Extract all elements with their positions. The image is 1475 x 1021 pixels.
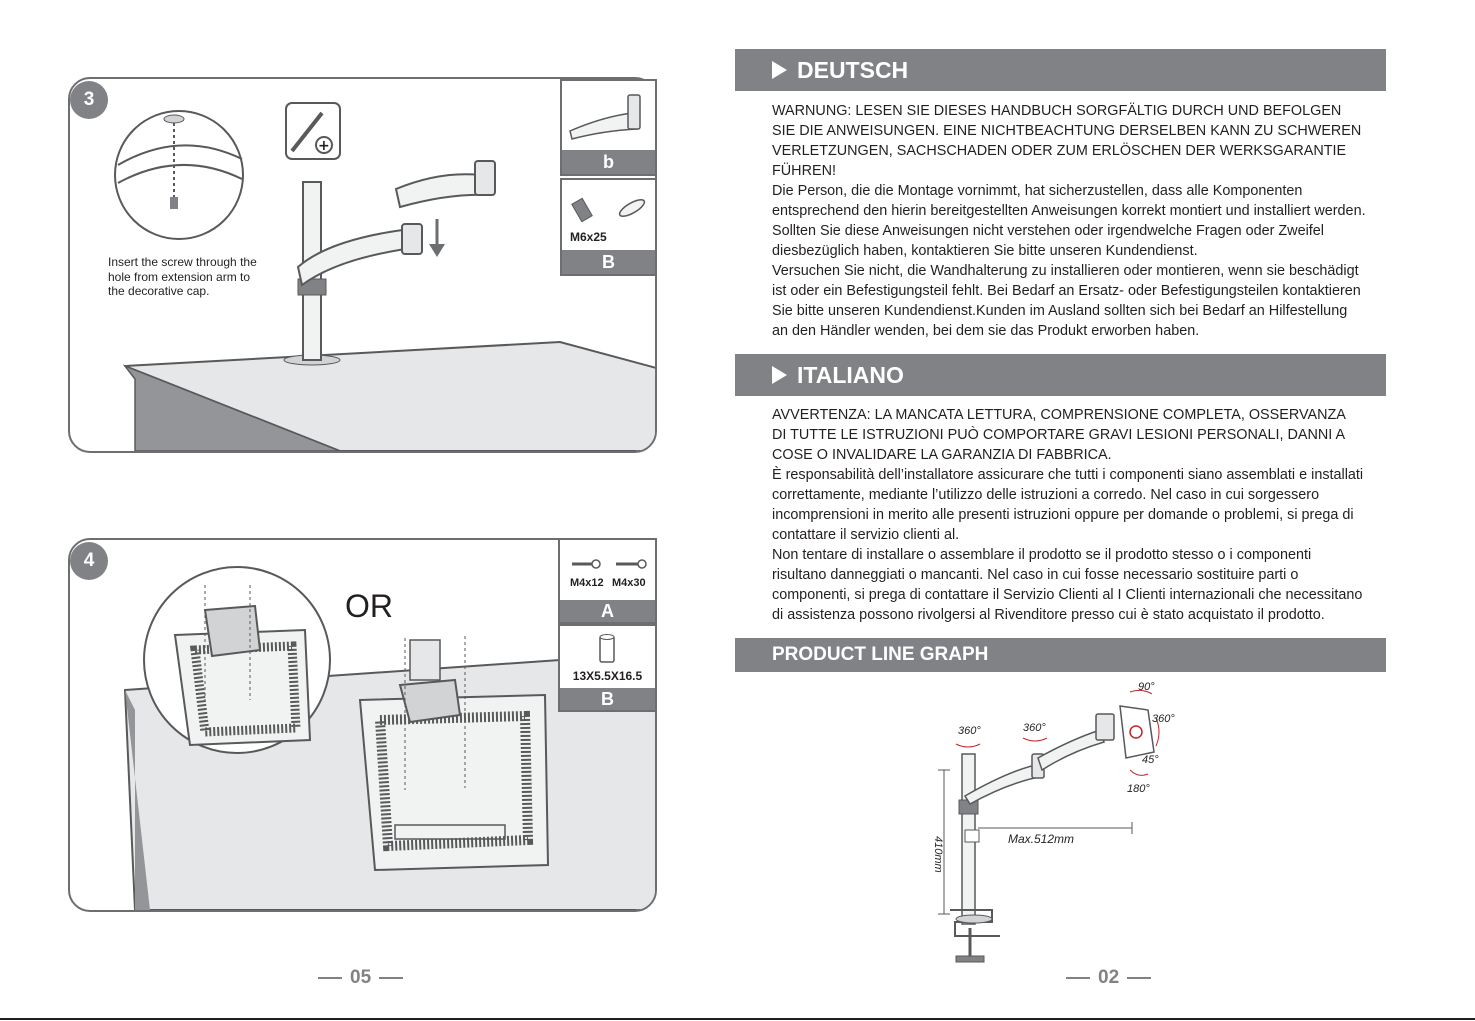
tilt-90-label: 90°	[1138, 681, 1155, 693]
tilt-45-label: 45°	[1142, 754, 1159, 766]
part-caption: M6x25	[570, 230, 607, 244]
part-label: B	[562, 250, 655, 274]
part-B-box: 13X5.5X16.5 B	[558, 624, 657, 712]
screws-icon	[572, 559, 647, 569]
step-3-illustration: +	[114, 102, 655, 451]
product-line-graph: 90° 360° 360° 360° 45° 180° 410mm Max.51…	[920, 678, 1190, 970]
part-caption: M4x12	[570, 577, 604, 589]
section-header-deutsch: DEUTSCH	[735, 49, 1386, 91]
step-4-illustration	[123, 566, 655, 910]
pole-swivel-label: 360°	[958, 725, 981, 737]
or-label: OR	[345, 588, 393, 624]
step-number: 4	[70, 542, 108, 580]
step-3-panel: + 3 Insert the screw through the hole fr…	[68, 77, 657, 453]
arm-swivel-label: 360°	[1023, 722, 1046, 734]
screw-and-cap-icon	[571, 197, 646, 223]
page-number-left: 05	[318, 967, 404, 989]
section-header-product-line-graph: PRODUCT LINE GRAPH	[735, 638, 1386, 672]
part-caption: 13X5.5X16.5	[572, 669, 643, 683]
svg-text:+: +	[318, 138, 330, 154]
section-header-italiano: ITALIANO	[735, 354, 1386, 396]
height-label: 410mm	[932, 836, 944, 873]
part-label: A	[560, 600, 655, 622]
deutsch-text: WARNUNG: LESEN SIE DIESES HANDBUCH SORGF…	[772, 103, 1366, 339]
part-caption: M4x30	[612, 577, 646, 589]
part-B-box: M6x25 B	[560, 178, 657, 276]
step-3-instruction: Insert the screw through the hole from e…	[108, 255, 257, 298]
page-bottom-rule	[0, 1018, 1475, 1020]
step-number: 3	[70, 81, 108, 119]
part-A-box: M4x12 M4x30 A	[558, 538, 657, 624]
italiano-text: AVVERTENZA: LA MANCATA LETTURA, COMPRENS…	[772, 407, 1364, 623]
rotate-360-label: 360°	[1152, 713, 1175, 725]
reach-label: Max.512mm	[1008, 832, 1075, 846]
monitor-arm-diagram	[938, 689, 1160, 963]
play-triangle-icon	[772, 366, 787, 384]
extension-arm-icon	[569, 94, 641, 140]
page-number-right: 02	[1066, 967, 1152, 989]
part-b-box: b	[560, 79, 657, 176]
rotate-180-label: 180°	[1127, 783, 1150, 795]
part-label: B	[560, 688, 655, 710]
spacer-icon	[599, 634, 615, 663]
play-triangle-icon	[772, 61, 787, 79]
part-label: b	[562, 150, 655, 174]
